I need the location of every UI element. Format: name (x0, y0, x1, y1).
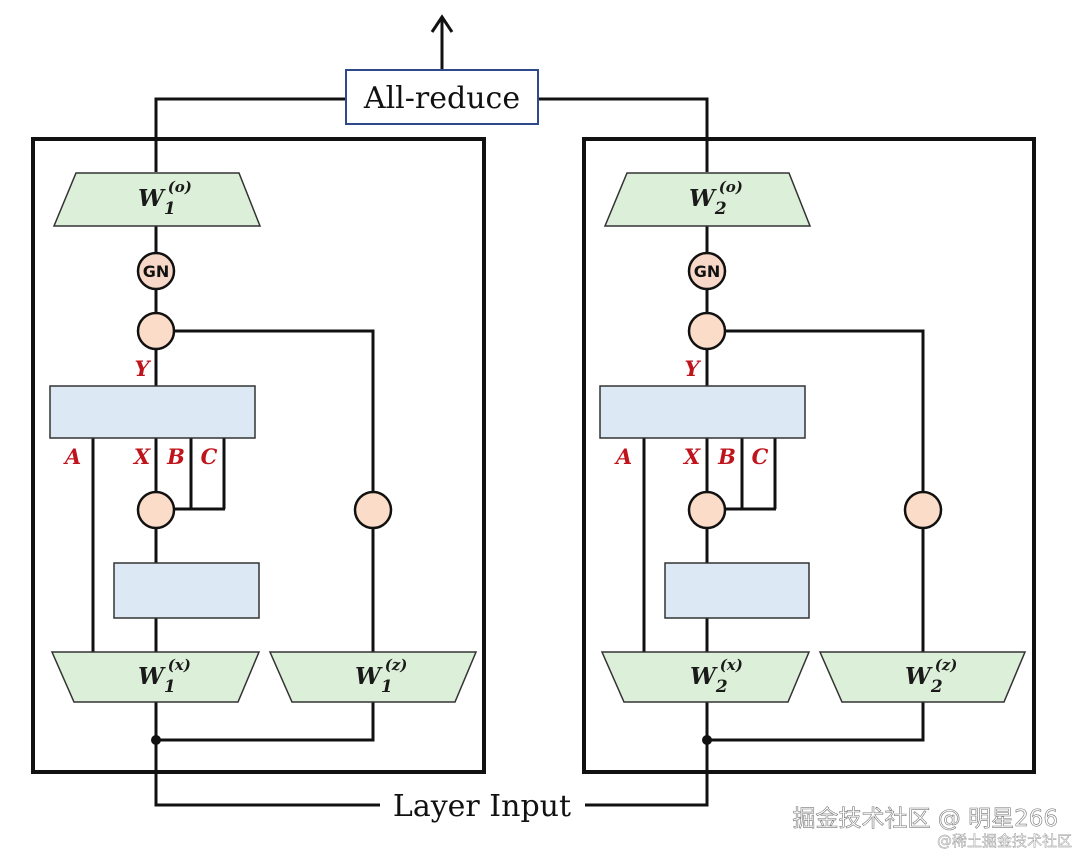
b2-gate-multiply-node (687, 311, 727, 351)
b1-label-c: C (201, 444, 218, 469)
watermark-line-1: 掘金技术社区 @ 明星266 (792, 806, 1058, 832)
block-2-frame (582, 137, 1036, 774)
b1-label-a: A (63, 444, 81, 469)
watermark-line-2: @稀土掘金技术社区 (937, 832, 1072, 850)
b1-wire-gate (172, 329, 375, 492)
b2-conv-block (664, 562, 810, 619)
b2-junction (702, 735, 712, 745)
b1-wire-wz-input (156, 702, 375, 742)
b2-label-a: A (614, 444, 632, 469)
b1-z-activation-node (353, 490, 393, 530)
b2-w-x-label: W2(x) (690, 656, 743, 697)
b2-x-activation-node (687, 490, 727, 530)
b2-label-b: B (717, 444, 736, 469)
b2-gn-label: GN (694, 262, 721, 281)
b2-label-c: C (752, 444, 769, 469)
b1-w-x-trapezoid (50, 651, 261, 703)
b2-w-out-trapezoid (603, 172, 812, 227)
b2-z-activation-node (903, 490, 943, 530)
b2-w-z-label: W2(z) (905, 656, 957, 697)
b1-x-activation-node (136, 490, 176, 530)
b2-wire-gate (723, 329, 925, 492)
b1-w-out-label: W1(o) (138, 178, 192, 219)
b2-gn-node (687, 251, 727, 291)
b1-w-out-trapezoid (52, 172, 262, 227)
b1-junction (151, 735, 161, 745)
allreduce-wire-left (154, 97, 346, 172)
allreduce-wire-right (538, 97, 709, 172)
b2-label-x: X (682, 444, 701, 469)
b1-label-b: B (166, 444, 185, 469)
b2-w-out-label: W2(o) (689, 178, 743, 219)
layer-input-wire-right (585, 740, 709, 807)
b2-w-x-trapezoid (600, 651, 811, 703)
b1-gn-label: GN (143, 262, 170, 281)
b2-w-z-trapezoid (818, 651, 1027, 703)
b1-ssm-block (49, 385, 256, 439)
b1-w-z-trapezoid (268, 651, 478, 703)
gpu-block-2: W2(o) GN Y A X B C W2(x) W2(z) (582, 137, 1036, 774)
b1-label-x: X (132, 444, 151, 469)
layer-input-wire-left (154, 740, 380, 807)
output-arrowhead (430, 14, 454, 33)
all-reduce-box (345, 69, 539, 125)
gpu-block-1: W1(o) GN Y A X B C W1(x) W1(z) (31, 137, 486, 774)
b1-w-x-label: W1(x) (138, 656, 191, 697)
b2-wire-wz-input (707, 702, 925, 742)
b1-conv-block (113, 562, 260, 619)
b1-gate-multiply-node (136, 311, 176, 351)
b1-w-z-label: W1(z) (355, 656, 407, 697)
b2-ssm-block (599, 385, 806, 439)
layer-input-label: Layer Input (393, 789, 571, 824)
all-reduce-label: All-reduce (363, 81, 520, 116)
b1-label-y: Y (135, 356, 152, 381)
b2-label-y: Y (685, 356, 702, 381)
block-1-frame (31, 137, 486, 774)
b1-gn-node (136, 251, 176, 291)
